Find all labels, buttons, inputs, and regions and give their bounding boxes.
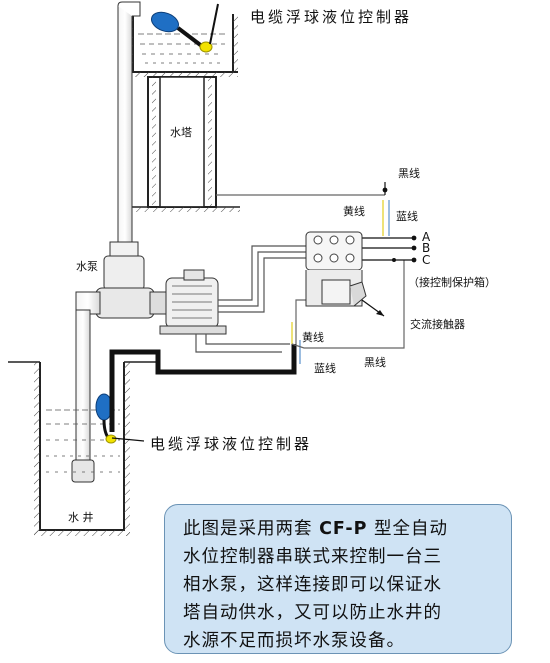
top-float-switch: [150, 3, 219, 53]
note-line-4: 塔自动供水，又可以防止水井的: [183, 603, 442, 623]
water-tower: [128, 14, 240, 212]
ac-contactor-label: 交流接触器: [410, 318, 465, 331]
blue-wire-top-label: 蓝线: [396, 210, 418, 223]
note-line-5: 水源不足而损坏水泵设备。: [183, 631, 405, 651]
note-line-3: 相水泵，这样连接即可以保证水: [183, 575, 442, 595]
note-line-1: 此图是采用两套 CF-P 型全自动: [183, 515, 497, 543]
water-well-label: 水 井: [68, 511, 94, 524]
bottom-float-switch-label: 电缆浮球液位控制器: [150, 435, 313, 453]
water-pump-label: 水泵: [76, 260, 98, 273]
note-line-2: 水位控制器串联式来控制一台三: [183, 547, 442, 567]
water-pump: [71, 241, 227, 483]
note-line-1-post: 型全自动: [367, 519, 448, 539]
black-wire-bottom-label: 黑线: [364, 356, 386, 369]
ac-contactor: [305, 231, 385, 317]
phase-b-label: B: [422, 241, 431, 255]
top-float-switch-label: 电缆浮球液位控制器: [250, 8, 413, 26]
black-wire-top-label: 黑线: [398, 167, 420, 180]
phase-a-label: A: [422, 230, 431, 244]
blue-wire-bottom-label: 蓝线: [314, 362, 336, 375]
phase-c-label: C: [422, 253, 431, 267]
water-well: [8, 361, 158, 536]
yellow-wire-top-label: 黄线: [343, 205, 365, 218]
water-tower-label: 水塔: [170, 126, 192, 139]
protection-box-label: （接控制保护箱）: [408, 276, 496, 289]
yellow-wire-bottom-label: 黄线: [302, 331, 324, 344]
note-line-1-pre: 此图是采用两套: [183, 519, 320, 539]
control-cables: [109, 200, 417, 432]
description-note: 此图是采用两套 CF-P 型全自动 水位控制器串联式来控制一台三 相水泵，这样连…: [164, 504, 512, 654]
note-model-name: CF-P: [319, 519, 368, 539]
